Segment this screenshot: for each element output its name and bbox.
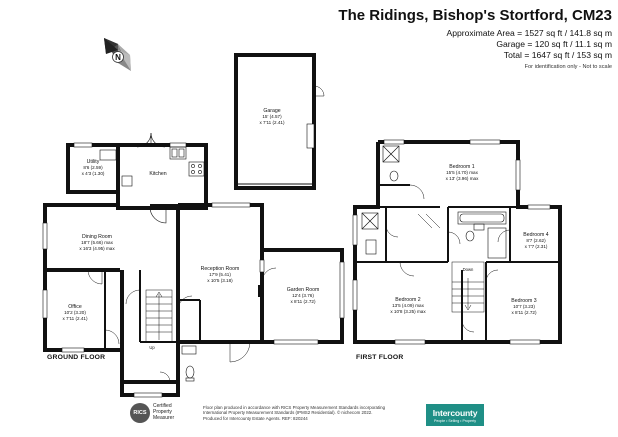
dining-room-dim-1: 18'7 (5.66) max: [81, 240, 113, 245]
rics-line-2: Property: [153, 408, 172, 415]
garage-name: Garage: [263, 108, 280, 114]
scale-note: For identification only - Not to scale: [524, 64, 612, 70]
bedroom-3-dim-2: x 8'11 (2.72): [511, 310, 537, 315]
dining-room-name: Dining Room: [82, 234, 112, 240]
ground-floor-doors: [87, 267, 277, 383]
bedroom-2-dim-2: x 10'8 (3.25) max: [390, 309, 426, 314]
bedroom-2-dim-1: 13'5 (4.09) max: [392, 303, 424, 308]
bedroom-2-name: Bedroom 2: [395, 297, 420, 303]
compass-letter: N: [115, 53, 121, 62]
bedroom-1-dim-2: x 13' (3.96) max: [446, 176, 479, 181]
ground-floor-windows: [42, 142, 345, 398]
footer-line-1: Floor plan produced in accordance with R…: [203, 405, 386, 410]
garage-outline: [234, 53, 325, 190]
ground-floor-stairs-label: Up: [149, 345, 155, 350]
kitchen-name: Kitchen: [149, 171, 166, 177]
dining-room-dim-2: x 16'3 (4.95) max: [79, 246, 115, 251]
bedroom-4-dim-1: 8'7 (2.62): [526, 238, 546, 243]
brand-tagline: People • Selling • Property: [433, 419, 477, 423]
utility-name: Utility: [87, 159, 100, 165]
kitchen-fittings: [99, 132, 205, 224]
bedroom-4-name: Bedroom 4: [523, 232, 548, 238]
first-floor-bathroom-fittings: [361, 145, 507, 259]
first-floor-doors: [385, 184, 511, 333]
rics-line-1: Certified: [153, 403, 172, 409]
office-dim-2: x 7'11 (2.41): [62, 316, 88, 321]
utility-dim-1: 8'6 (2.59): [83, 165, 103, 170]
approx-area-text: Approximate Area = 1527 sq ft / 141.8 sq…: [446, 28, 612, 38]
first-floor-windows: [352, 139, 551, 345]
garden-room-dim-1: 12'4 (3.76): [292, 293, 314, 298]
ground-floor-stairs: [145, 289, 173, 343]
total-area-text: Total = 1647 sq ft / 153 sq m: [503, 50, 612, 60]
office-dim-1: 10'2 (3.20): [64, 310, 86, 315]
footer-line-3: Produced for Intercounty Estate Agents. …: [203, 415, 308, 421]
first-floor-stairs-label: Down: [463, 267, 474, 272]
garden-room-dim-2: x 8'11 (2.72): [290, 299, 316, 304]
brand-name: Intercounty: [432, 408, 478, 418]
bedroom-1-name: Bedroom 1: [449, 164, 474, 170]
intercounty-logo: Intercounty People • Selling • Property: [426, 404, 484, 426]
first-floor-inner-walls: [355, 142, 560, 342]
office-name: Office: [68, 304, 82, 310]
first-floor-stairs: [451, 261, 485, 313]
reception-room-name: Reception Room: [201, 266, 240, 272]
footer-line-2: International Property Measurement Stand…: [203, 410, 373, 416]
rics-line-3: Measurer: [153, 414, 175, 421]
bedroom-3-dim-1: 10'7 (3.23): [513, 304, 535, 309]
bedroom-4-dim-2: x 7'7 (2.31): [525, 244, 548, 249]
rics-logo: RICS: [130, 403, 150, 423]
garage-dim-1: 15' (4.57): [262, 114, 282, 119]
footer-disclaimer: Floor plan produced in accordance with R…: [203, 405, 399, 421]
ground-floor-wc: [181, 345, 197, 382]
fireplace-icon: [258, 285, 264, 297]
garden-room-name: Garden Room: [287, 287, 320, 293]
compass-icon: N: [104, 38, 131, 71]
first-floor-label: FIRST FLOOR: [356, 354, 404, 361]
bedroom-3-name: Bedroom 3: [511, 298, 536, 304]
bedroom-1-dim-1: 15'5 (4.70) max: [446, 170, 478, 175]
garage-area-text: Garage = 120 sq ft / 11.1 sq m: [496, 39, 612, 49]
utility-dim-2: x 4'3 (1.30): [82, 171, 105, 176]
rics-certification: Certified Property Measurer: [153, 403, 201, 421]
garage-dim-2: x 7'11 (2.41): [259, 120, 285, 125]
reception-room-dim-1: 17'9 (5.41): [209, 272, 231, 277]
reception-room-dim-2: x 10'5 (3.18): [207, 278, 233, 283]
ground-floor-label: GROUND FLOOR: [47, 354, 106, 361]
plan-title: The Ridings, Bishop's Stortford, CM23: [338, 7, 612, 24]
